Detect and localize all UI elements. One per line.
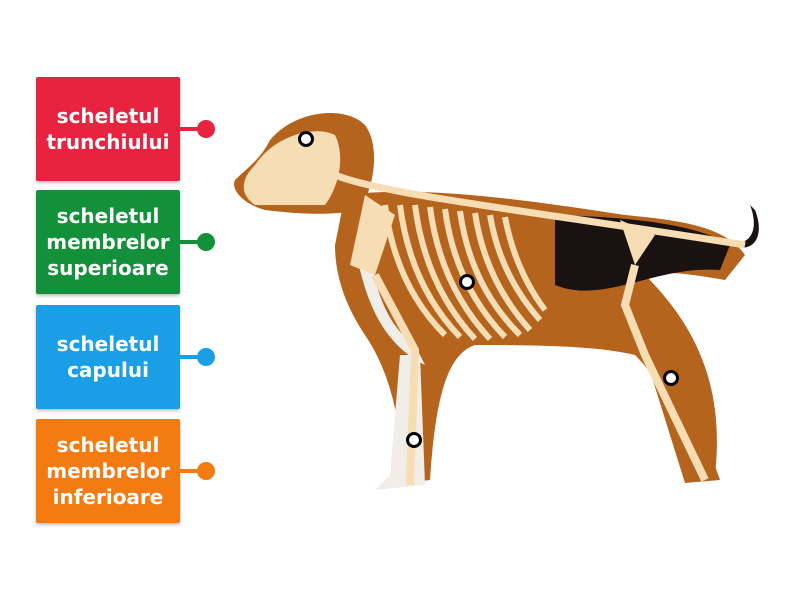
connector-line (180, 469, 202, 473)
connector-dot[interactable] (197, 462, 215, 480)
connector-line (180, 127, 202, 131)
dog-skeleton-illustration (234, 113, 759, 490)
label-text: scheletul membrelor inferioare (46, 433, 170, 509)
connector-dot[interactable] (197, 233, 215, 251)
label-text: scheletul membrelor superioare (46, 204, 170, 280)
drop-target-pin[interactable] (459, 274, 475, 290)
label-card-head[interactable]: scheletul capului (36, 305, 180, 409)
label-card-forelimbs[interactable]: scheletul membrelor superioare (36, 190, 180, 294)
label-card-trunk[interactable]: scheletul trunchiului (36, 77, 180, 181)
drop-target-pin[interactable] (406, 432, 422, 448)
label-text: scheletul capului (56, 332, 160, 382)
dog-skeleton-image (225, 105, 780, 500)
connector-line (180, 240, 202, 244)
connector-dot[interactable] (197, 120, 215, 138)
label-card-hindlimbs[interactable]: scheletul membrelor inferioare (36, 419, 180, 523)
connector-line (180, 355, 202, 359)
drop-target-pin[interactable] (663, 370, 679, 386)
label-text: scheletul trunchiului (46, 104, 170, 154)
drop-target-pin[interactable] (298, 131, 314, 147)
connector-dot[interactable] (197, 348, 215, 366)
